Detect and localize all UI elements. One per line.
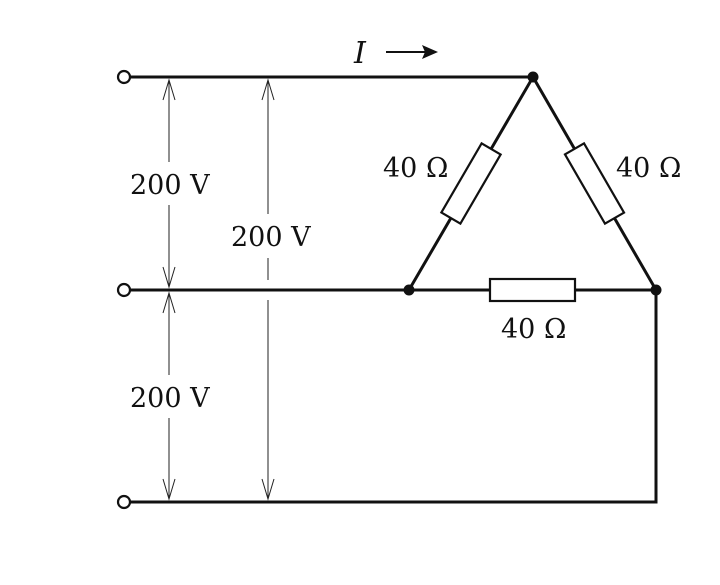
arrowhead-up [162, 78, 176, 101]
resistor-bottom [488, 277, 577, 303]
voltage-label-top-span: 200 V [231, 222, 311, 253]
resistor-left [439, 141, 503, 226]
voltage-dimension-bottom-left [162, 291, 176, 501]
arrowhead-up [162, 291, 176, 314]
arrowhead-down [162, 266, 176, 289]
voltage-label-bottom-left: 200 V [130, 383, 210, 414]
resistor-right [563, 141, 626, 226]
arrowhead-up [261, 78, 275, 101]
voltage-dimension-top-left [162, 78, 176, 289]
terminal-middle [116, 282, 132, 298]
arrowhead-down [162, 478, 176, 501]
voltage-dimension-top-bottom [261, 78, 275, 501]
current-arrow [386, 45, 438, 59]
resistor-label-bottom: 40 Ω [501, 314, 566, 345]
terminal-bottom [116, 494, 132, 510]
current-symbol: I [353, 36, 367, 71]
terminals [116, 69, 132, 510]
junction-left [403, 284, 415, 296]
junction-right [650, 284, 662, 296]
labels: I 200 V 200 V 200 V 40 Ω 40 Ω 40 Ω [130, 36, 681, 414]
junctions [403, 71, 662, 296]
arrowhead-down [261, 478, 275, 501]
junction-top [527, 71, 539, 83]
wires [128, 74, 659, 504]
voltage-label-top-left: 200 V [130, 170, 210, 201]
resistors [439, 141, 626, 303]
bottom-line-wire [128, 288, 658, 504]
resistor-label-right: 40 Ω [616, 153, 681, 184]
resistor-label-left: 40 Ω [383, 153, 448, 184]
terminal-top [116, 69, 132, 85]
